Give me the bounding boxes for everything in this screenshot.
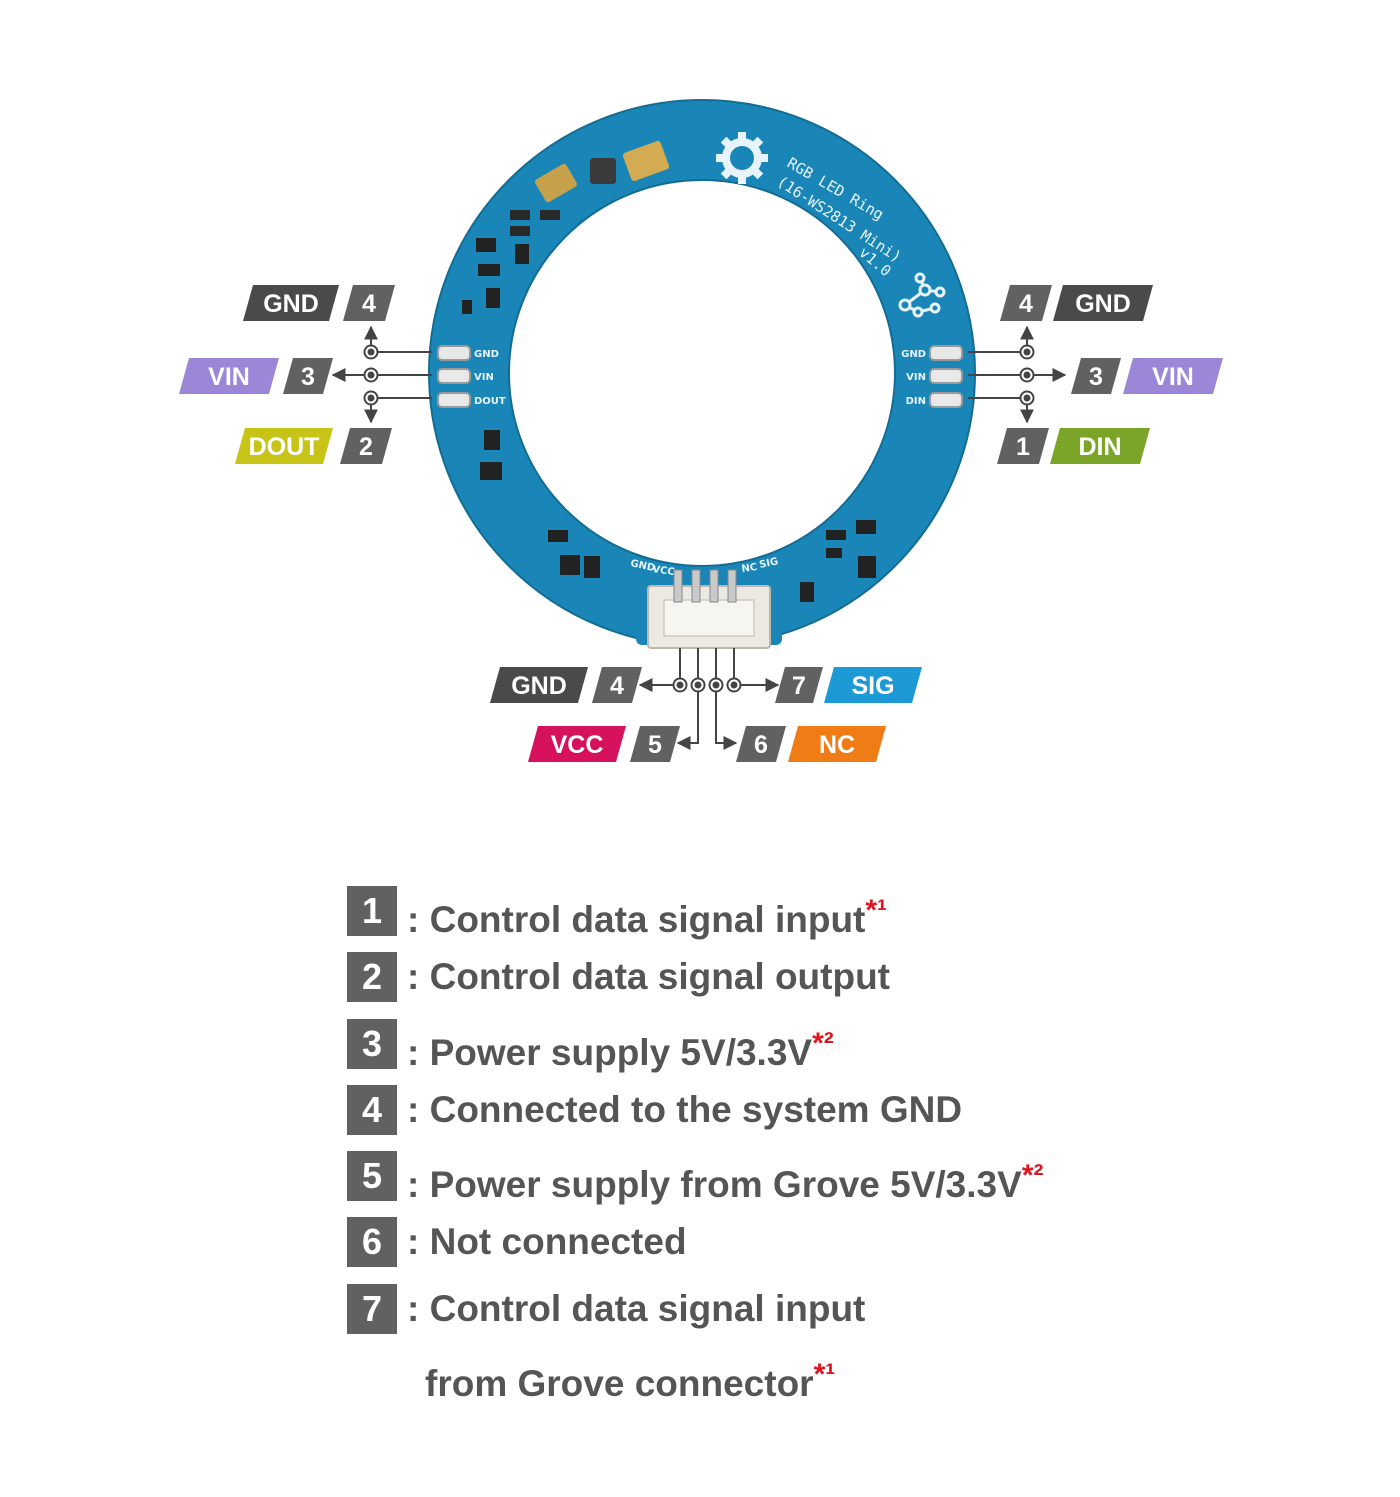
pin-tag-label: GND — [511, 672, 567, 700]
legend-item: 7 : Control data signal input — [347, 1282, 1247, 1348]
right-pads: GND VIN DIN — [901, 345, 963, 408]
pin-tag-label: GND — [263, 290, 319, 318]
legend-item: 1 : Control data signal input*¹ — [347, 884, 1247, 950]
pin-number-tag — [1071, 358, 1121, 394]
pad-label-din: DIN — [906, 396, 926, 407]
grove-connector — [647, 569, 771, 649]
right-leaders — [968, 325, 1067, 424]
pin-tag-label: SIG — [851, 672, 894, 700]
pin-tag-gnd — [490, 667, 588, 703]
pin-number: 1 — [1016, 433, 1030, 461]
grove-network-icon — [898, 272, 946, 318]
left-junctions — [363, 344, 379, 406]
grove-label-gnd: GND — [629, 558, 656, 574]
legend-number: 7 — [347, 1283, 397, 1334]
pin-number-tag — [997, 428, 1049, 464]
legend-continuation: from Grove connector*¹ — [347, 1348, 1247, 1414]
pin-number: 2 — [359, 433, 373, 461]
legend-item: 5 : Power supply from Grove 5V/3.3V*² — [347, 1149, 1247, 1215]
pin-tag-gnd — [243, 285, 339, 321]
legend-text: : Control data signal output — [407, 956, 891, 998]
pad-label-vin-right: VIN — [906, 372, 926, 383]
pinout-diagram: RGB LED Ring (16-WS2813 Mini) v1.0 — [179, 99, 1223, 762]
footnote-marker: *¹ — [813, 1358, 836, 1392]
pin-number-tag — [343, 285, 395, 321]
pin-legend: 1 : Control data signal input*¹ 2 : Cont… — [347, 884, 1247, 1414]
pin-number: 3 — [1089, 363, 1103, 391]
legend-number: 5 — [347, 1151, 397, 1202]
pad-label-dout: DOUT — [474, 396, 506, 407]
pin-tag-vin — [179, 358, 279, 394]
pin-tag-dout — [235, 428, 333, 464]
grove-label-nc: NC — [741, 562, 758, 575]
pin-number-tag — [1000, 285, 1052, 321]
pin-number: 7 — [792, 672, 806, 700]
pin-number: 4 — [362, 290, 376, 318]
right-junctions — [1019, 344, 1035, 406]
pin-number: 5 — [648, 731, 662, 759]
pin-tag-vcc — [528, 726, 626, 762]
legend-item: 2 : Control data signal output — [347, 950, 1247, 1016]
pin-number-tag — [630, 726, 680, 762]
left-pads: GND VIN DOUT — [437, 345, 506, 408]
legend-text: from Grove connector*¹ — [425, 1358, 836, 1405]
legend-item: 3 : Power supply 5V/3.3V*² — [347, 1017, 1247, 1083]
legend-number: 6 — [347, 1217, 397, 1268]
legend-text: : Power supply from Grove 5V/3.3V*² — [407, 1159, 1044, 1206]
legend-item: 6 : Not connected — [347, 1215, 1247, 1281]
bottom-junctions — [672, 677, 742, 693]
seeed-logo — [716, 132, 768, 184]
bottom-leaders — [638, 648, 780, 750]
pin-number: 6 — [754, 731, 768, 759]
pin-number: 4 — [610, 672, 624, 700]
grove-label-vcc: VCC — [652, 564, 676, 578]
legend-number: 4 — [347, 1084, 397, 1135]
legend-number: 1 — [347, 886, 397, 936]
legend-text: : Connected to the system GND — [407, 1088, 963, 1130]
pad-label-gnd-left: GND — [474, 349, 499, 360]
left-leaders — [331, 325, 432, 424]
pin-number-tag — [736, 726, 786, 762]
pin-number-tag — [283, 358, 333, 394]
legend-text: : Power supply 5V/3.3V*² — [407, 1026, 834, 1073]
pad-label-vin-left: VIN — [474, 372, 494, 383]
pin-tag-label: VCC — [551, 731, 604, 759]
pin-tag-label: DOUT — [249, 433, 320, 461]
pin-number-tag — [340, 428, 392, 464]
pin-tag-gnd — [1053, 285, 1153, 321]
pin-tag-label: VIN — [1152, 363, 1194, 391]
pin-tag-label: VIN — [208, 363, 250, 391]
footnote-marker: *¹ — [865, 894, 888, 927]
legend-text: : Control data signal input*¹ — [407, 894, 888, 940]
led-ring-board: RGB LED Ring (16-WS2813 Mini) v1.0 — [428, 99, 976, 649]
legend-number: 2 — [347, 952, 397, 1003]
legend-text: : Control data signal input — [407, 1287, 866, 1329]
pad-label-gnd-right: GND — [901, 349, 926, 360]
pin-tag-din — [1050, 428, 1150, 464]
pin-number: 3 — [301, 363, 315, 391]
pin-number-tag — [775, 667, 823, 703]
grove-label-sig: SIG — [758, 556, 779, 571]
pin-number: 4 — [1019, 290, 1033, 318]
pin-tag-label: DIN — [1078, 433, 1121, 461]
smd-components — [462, 140, 876, 602]
pin-tag-label: NC — [819, 731, 855, 759]
pin-tag-nc — [788, 726, 886, 762]
legend-text: : Not connected — [407, 1221, 687, 1263]
footnote-marker: *² — [1021, 1159, 1044, 1193]
footnote-marker: *² — [812, 1026, 834, 1060]
pcb-inner-edge — [508, 179, 896, 567]
pin-tag-label: GND — [1075, 290, 1131, 318]
legend-item: 4 : Connected to the system GND — [347, 1083, 1247, 1149]
pin-tag-vin — [1123, 358, 1223, 394]
pin-number-tag — [592, 667, 642, 703]
pin-tag-sig — [824, 667, 922, 703]
legend-number: 3 — [347, 1018, 397, 1069]
